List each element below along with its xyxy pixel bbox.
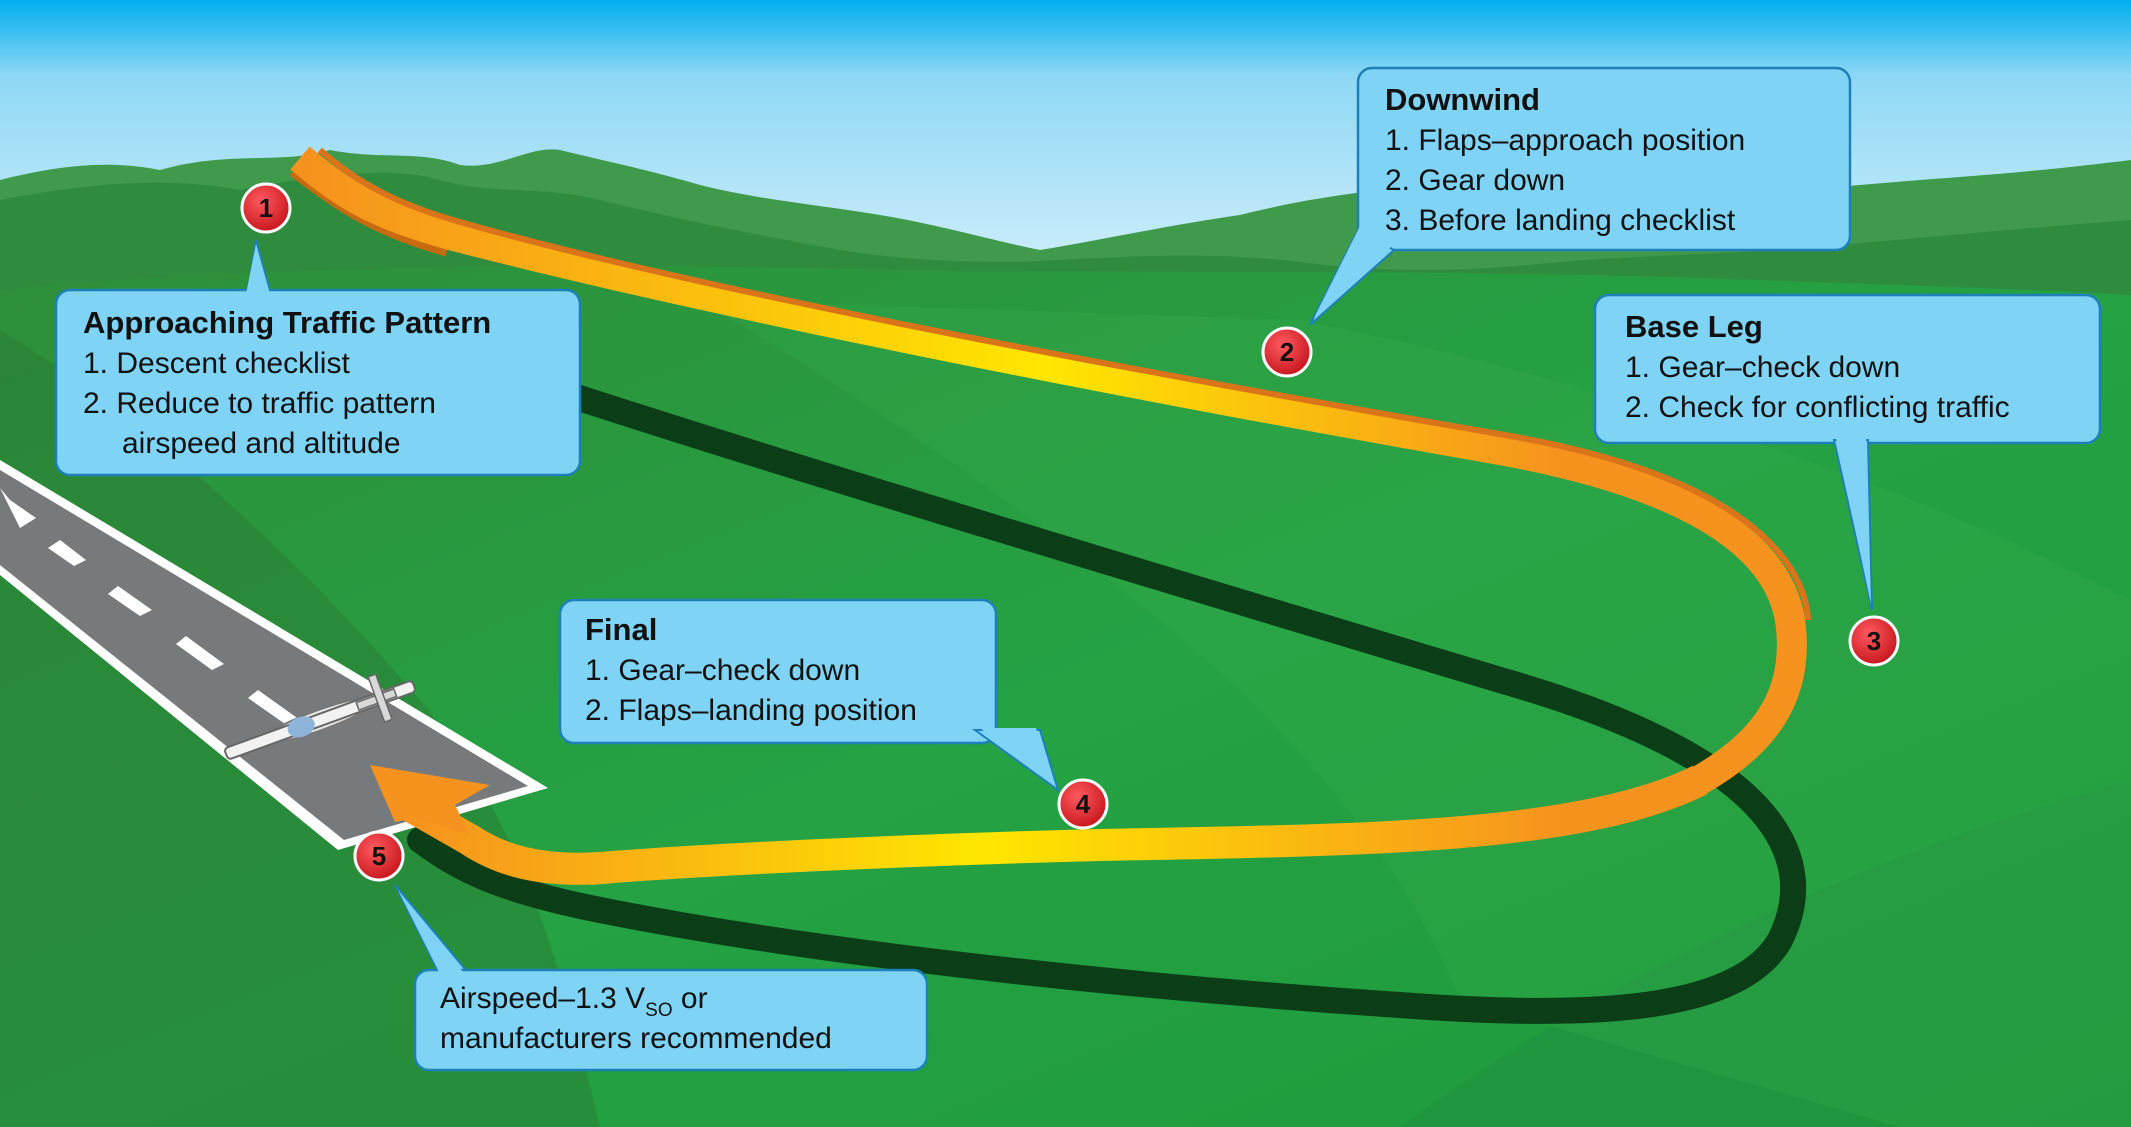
airplane [224, 673, 416, 760]
step-badge-3: 3 [1848, 615, 1900, 667]
callout-approaching-item-3: airspeed and altitude [122, 427, 401, 460]
callout-approaching-title: Approaching Traffic Pattern [83, 305, 491, 340]
pattern-path-arrowhead [370, 765, 490, 835]
runway [0, 460, 548, 850]
pattern-path-final [392, 765, 1708, 885]
pattern-shadow [407, 382, 1807, 1024]
pattern-path-edge [318, 147, 1811, 621]
svg-text:2: 2 [1280, 337, 1294, 367]
callout-base-leg: Base Leg 1. Gear–check down 2. Check for… [1593, 293, 2102, 611]
callout-airspeed-line-2: manufacturers recommended [440, 1022, 832, 1055]
callout-airspeed: Airspeed–1.3 VSO or manufacturers recomm… [394, 884, 929, 1072]
callout-approaching: Approaching Traffic Pattern 1. Descent c… [54, 239, 582, 477]
callout-approaching-item-2: 2. Reduce to traffic pattern [83, 387, 436, 420]
callout-base-leg-item-2: 2. Check for conflicting traffic [1625, 391, 2010, 424]
step-badge-4: 4 [1057, 778, 1109, 830]
callout-final-item-2: 2. Flaps–landing position [585, 694, 917, 727]
svg-text:5: 5 [372, 841, 386, 871]
step-badge-5: 5 [353, 830, 405, 882]
callout-downwind-title: Downwind [1385, 82, 1540, 117]
svg-text:4: 4 [1076, 789, 1091, 819]
callout-airspeed-line-1: Airspeed–1.3 VSO or [440, 982, 708, 1021]
callout-base-leg-item-1: 1. Gear–check down [1625, 351, 1900, 384]
callout-final: Final 1. Gear–check down 2. Flaps–landin… [558, 598, 1060, 793]
callout-final-title: Final [585, 612, 657, 647]
hill-shade-mid [700, 300, 2131, 1127]
callout-final-item-1: 1. Gear–check down [585, 654, 860, 687]
svg-text:1: 1 [259, 193, 273, 223]
step-badge-2: 2 [1261, 326, 1313, 378]
step-badge-1: 1 [240, 182, 292, 234]
callout-approaching-item-1: 1. Descent checklist [83, 347, 350, 380]
callout-downwind: Downwind 1. Flaps–approach position 2. G… [1309, 66, 1852, 326]
callout-base-leg-title: Base Leg [1625, 309, 1763, 344]
callout-downwind-item-2: 2. Gear down [1385, 164, 1565, 197]
svg-text:3: 3 [1867, 626, 1881, 656]
callout-downwind-item-1: 1. Flaps–approach position [1385, 124, 1745, 157]
callout-downwind-item-3: 3. Before landing checklist [1385, 204, 1736, 237]
